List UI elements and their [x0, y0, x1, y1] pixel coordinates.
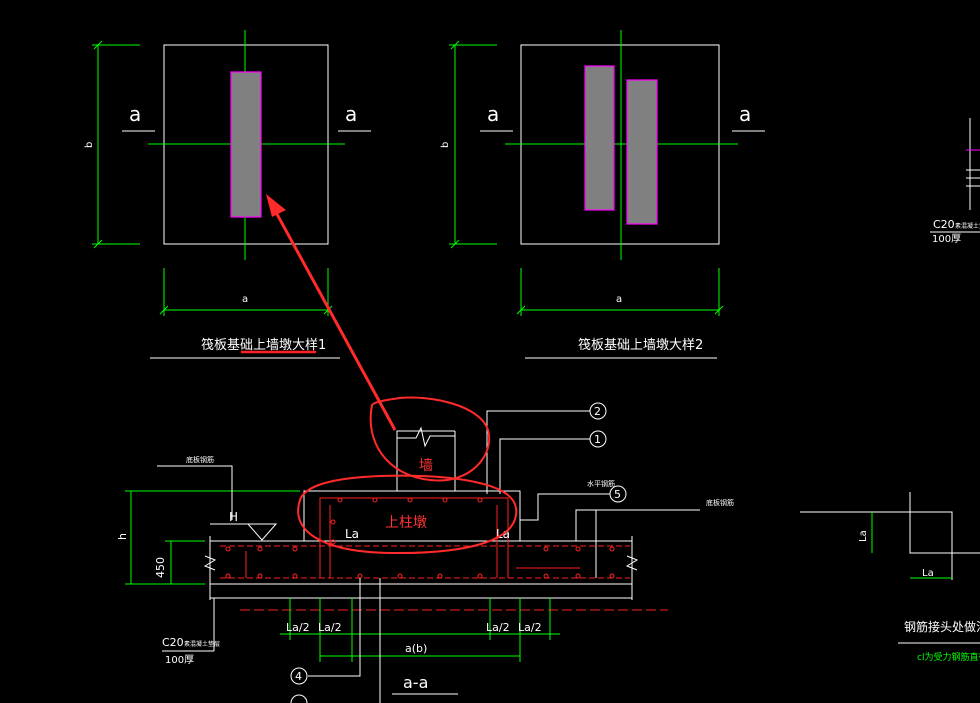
label-la2-4: La/2: [518, 621, 542, 634]
callout-5: [609, 485, 627, 503]
label-c20: C20: [162, 636, 184, 649]
annotation-pier: 上柱墩: [385, 515, 427, 531]
dim-label-a-1: a: [242, 294, 248, 305]
break-mark-left: [203, 555, 217, 571]
wall-break-mark: [397, 426, 455, 448]
label-la2-2: La/2: [318, 621, 342, 634]
dim-la2-group: [280, 598, 560, 662]
break-mark-right: [625, 555, 639, 571]
label-ab: a(b): [405, 642, 427, 655]
label-top-right: 底板钢筋: [706, 498, 734, 507]
wall-column-2b: [626, 79, 658, 225]
right-c20-note: 素混凝土垫层: [955, 222, 980, 230]
section-aa: h 450 H La La La/2 La/2 La/2 La/2 a(b) C…: [116, 402, 734, 703]
label-h: h: [116, 533, 129, 540]
dim-label-b-1: b: [84, 142, 95, 148]
right-detail: C20 素混凝土垫层 100厚 La La 钢筋接头处做法大样 cl为受力钢筋直…: [800, 118, 980, 663]
annotation-wall: 墙: [419, 458, 433, 474]
callout-3: [290, 694, 308, 703]
section-label-left-1: a: [129, 102, 141, 126]
label-100: 100厚: [165, 654, 194, 666]
right-la-h: La: [922, 568, 934, 579]
detail-1-title: 筏板基础上墙墩大样1: [201, 337, 326, 353]
label-la2-3: La/2: [486, 621, 510, 634]
right-detail-subtitle: cl为受力钢筋直径: [917, 651, 980, 663]
callout-1: [589, 430, 607, 448]
section-label-right-2: a: [739, 102, 751, 126]
annotation-arrow-head: [266, 194, 286, 217]
dim-label-a-2: a: [616, 294, 622, 305]
label-la-left: La: [345, 527, 359, 541]
label-H: H: [229, 510, 238, 524]
detail-2: b a a a 筏板基础上墙墩大样2: [440, 30, 765, 359]
leader-lines: [157, 410, 700, 703]
rebar-group: [220, 497, 668, 611]
label-450: 450: [154, 557, 167, 578]
label-top-left: 底板钢筋: [186, 455, 214, 464]
detail-1: b a a a 筏板基础上墙墩大样1: [84, 30, 371, 359]
label-c20-note: 素混凝土垫层: [184, 640, 220, 648]
callout-2: [589, 402, 607, 420]
pier-highlight-ellipse: [297, 474, 518, 555]
section-label-right-1: a: [345, 102, 357, 126]
section-label-left-2: a: [487, 102, 499, 126]
right-c20: C20: [933, 218, 955, 231]
right-100: 100厚: [932, 233, 961, 245]
right-la-v: La: [858, 530, 869, 542]
rebar-dots: [225, 497, 615, 579]
callout-4: [290, 667, 308, 685]
label-la2-1: La/2: [286, 621, 310, 634]
markup-annotations: 墙 上柱墩: [266, 194, 518, 555]
dim-label-b-2: b: [440, 142, 451, 148]
svg-text:2: 2: [594, 405, 601, 418]
wall-highlight-ellipse: [369, 396, 491, 482]
elevation-mark: [210, 523, 278, 541]
dim-left-group: [125, 490, 300, 585]
svg-text:1: 1: [594, 433, 601, 446]
wall-column-2a: [584, 65, 615, 211]
section-title: a-a: [403, 673, 428, 692]
wall-column-1: [230, 71, 262, 218]
right-detail-title: 钢筋接头处做法大样: [904, 619, 980, 634]
wall-left-edge: [396, 430, 455, 491]
svg-text:5: 5: [614, 488, 621, 501]
annotation-arrow-line: [270, 204, 397, 431]
detail-2-title: 筏板基础上墙墩大样2: [578, 337, 703, 353]
label-horizontal: 水平钢筋: [587, 479, 615, 488]
pier-outline: [303, 490, 521, 541]
svg-text:4: 4: [295, 670, 302, 683]
